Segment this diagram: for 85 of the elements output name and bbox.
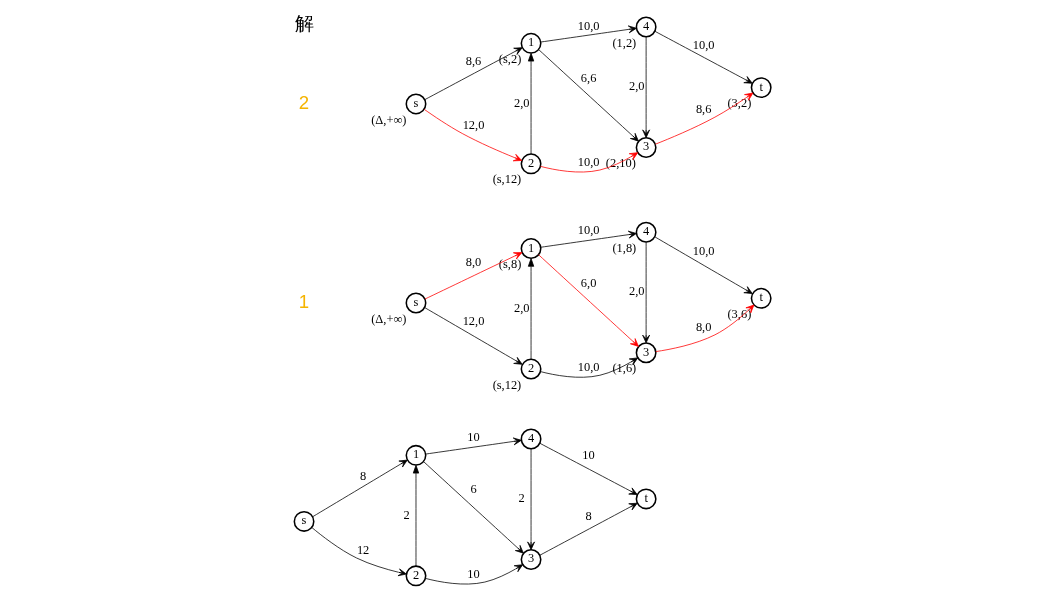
arrow — [537, 49, 639, 142]
arrow — [539, 442, 638, 495]
node-circle: 3 — [635, 342, 657, 364]
edge-label: 10,0 — [692, 243, 715, 258]
node-label: (s,2) — [498, 51, 521, 66]
node-label: (s,12) — [492, 172, 521, 187]
edge-label: 6 — [469, 482, 477, 497]
edge-label: 2 — [518, 491, 525, 506]
arrow — [412, 464, 419, 567]
edge-label: 8 — [584, 508, 592, 523]
edge-label: 2,0 — [513, 300, 529, 315]
node-circle: 4 — [635, 221, 657, 243]
arrow — [424, 252, 522, 300]
node-circle: t — [635, 488, 657, 510]
edge-label: 8,6 — [465, 53, 481, 68]
edge-label: 8,0 — [695, 319, 711, 334]
node-circle: 2 — [520, 153, 542, 175]
node-label: (s,8) — [498, 257, 521, 272]
node-circle: 1 — [520, 32, 542, 54]
node-label: (Δ,+∞) — [370, 112, 406, 127]
label: 1 — [298, 290, 309, 312]
arrow — [527, 52, 534, 155]
arrow — [424, 47, 523, 100]
arrow — [654, 236, 753, 294]
arrow — [641, 241, 650, 344]
edge-label: 10,0 — [692, 37, 715, 52]
arrow — [641, 36, 650, 138]
arrow — [424, 437, 522, 455]
arrow — [654, 92, 753, 145]
edge-label: 12 — [356, 542, 369, 557]
arrow — [655, 304, 754, 352]
edge-label: 10 — [466, 430, 480, 445]
edge-label: 10 — [581, 448, 595, 463]
arrow — [539, 25, 637, 43]
node-circle: s — [293, 510, 315, 532]
node-circle: t — [750, 77, 772, 99]
node-label: (3,6) — [727, 306, 751, 321]
edge-label: 6,0 — [580, 275, 596, 290]
arrow — [311, 459, 408, 518]
arrow — [527, 258, 534, 360]
edge-label: 8 — [359, 469, 366, 484]
edge-label: 2,0 — [513, 95, 529, 110]
arrow — [539, 357, 638, 378]
arrow — [422, 461, 524, 554]
edge-label: 10 — [466, 567, 480, 582]
edge-label: 2,0 — [628, 284, 645, 299]
arrow — [537, 254, 639, 347]
node-circle: 2 — [405, 565, 426, 587]
label: 2 — [298, 91, 309, 113]
node-label: (1,8) — [611, 240, 636, 255]
node-label: (Δ,+∞) — [370, 311, 406, 326]
node-circle: 4 — [635, 16, 657, 38]
arrow — [423, 108, 522, 162]
node-circle: t — [750, 287, 772, 309]
edge-label: 8,6 — [695, 102, 711, 117]
node-label: (1,2) — [611, 35, 636, 50]
arrow — [539, 230, 637, 248]
node-circle: 3 — [520, 549, 542, 570]
edge-label: 10,0 — [577, 18, 599, 33]
node-circle: 2 — [520, 358, 542, 380]
node-label: (s,12) — [492, 377, 521, 392]
edge-label: 2 — [403, 507, 410, 522]
edge-label: 10,0 — [577, 223, 599, 238]
arrow — [310, 527, 407, 577]
node-circle: 3 — [635, 137, 657, 158]
node-circle: 4 — [520, 428, 542, 450]
edge-label: 6,6 — [580, 71, 596, 86]
node-circle: s — [405, 292, 426, 314]
arrow — [654, 30, 753, 84]
edge-label: 10,0 — [577, 360, 599, 375]
edge-label: 8,0 — [465, 255, 481, 270]
label: 解 — [294, 13, 314, 35]
edge-label: 2,0 — [628, 79, 645, 94]
node-label: (1,6) — [611, 361, 636, 376]
edge-label: 10,0 — [577, 154, 599, 169]
arrow — [424, 564, 523, 585]
edge-label: 12,0 — [462, 118, 484, 133]
node-circle: 1 — [405, 444, 426, 466]
edge-label: 12,0 — [462, 314, 484, 329]
arrow — [424, 307, 523, 365]
node-label: (3,2) — [727, 96, 751, 111]
arrow — [526, 448, 535, 551]
node-circle: s — [405, 93, 426, 115]
arrow — [539, 502, 638, 556]
node-circle: 1 — [520, 238, 542, 260]
